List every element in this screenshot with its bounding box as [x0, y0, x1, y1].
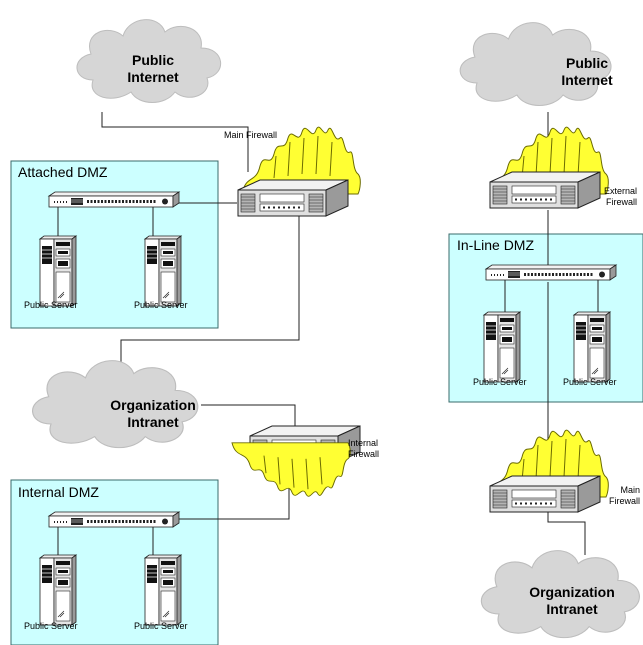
server-icon — [483, 311, 521, 383]
inline-dmz-server2-label: Public Server — [563, 377, 617, 387]
firewall-icon — [237, 179, 349, 217]
attached-dmz-server2-label: Public Server — [134, 300, 188, 310]
firewall-label-line2: Firewall — [605, 197, 637, 207]
flame-icon — [231, 442, 351, 497]
attached-dmz-title: Attached DMZ — [18, 164, 108, 180]
firewall-label-line2: Firewall — [348, 449, 380, 459]
inline-dmz-title: In-Line DMZ — [457, 237, 535, 253]
external-firewall-label: External Firewall — [601, 186, 637, 208]
inline-dmz-server1-label: Public Server — [473, 377, 527, 387]
firewall-icon — [489, 171, 601, 209]
firewall-icon — [489, 475, 601, 513]
switch-icon — [484, 263, 618, 282]
internal-dmz-server2-label: Public Server — [134, 621, 188, 631]
firewall-label-line2: Firewall — [608, 496, 640, 506]
server-icon — [573, 311, 611, 383]
firewall-label-line1: Internal — [348, 438, 379, 448]
cloud-label-line1: Public — [565, 55, 608, 71]
attached-dmz-server1-label: Public Server — [24, 300, 78, 310]
left-public-internet-label: Public Internet — [113, 52, 193, 86]
cloud-label-line2: Intranet — [546, 601, 598, 617]
switch-icon — [47, 190, 181, 209]
switch-icon — [47, 510, 181, 529]
left-connections — [57, 112, 300, 558]
cloud-label-line2: Internet — [561, 72, 613, 88]
firewall-label-line1: External — [603, 186, 637, 196]
internal-dmz-title: Internal DMZ — [18, 484, 99, 500]
server-icon — [39, 554, 77, 626]
left-org-intranet-label: Organization Intranet — [100, 397, 206, 431]
firewall-label-line1: Main — [620, 485, 640, 495]
cloud-label-line1: Organization — [110, 397, 196, 413]
right-org-intranet-label: Organization Intranet — [520, 584, 624, 618]
cloud-label-line2: Internet — [127, 69, 179, 85]
internal-firewall-label: Internal Firewall — [348, 438, 379, 460]
server-icon — [39, 235, 77, 307]
right-main-firewall-label: Main Firewall — [604, 485, 640, 507]
right-public-internet-label: Public Internet — [552, 55, 622, 89]
internal-dmz-server1-label: Public Server — [24, 621, 78, 631]
server-icon — [144, 554, 182, 626]
cloud-label-line1: Public — [131, 52, 174, 68]
inline-dmz-box — [448, 233, 643, 403]
left-main-firewall-label: Main Firewall — [224, 130, 278, 140]
cloud-label-line2: Intranet — [127, 414, 179, 430]
server-icon — [144, 235, 182, 307]
cloud-label-line1: Organization — [529, 584, 615, 600]
